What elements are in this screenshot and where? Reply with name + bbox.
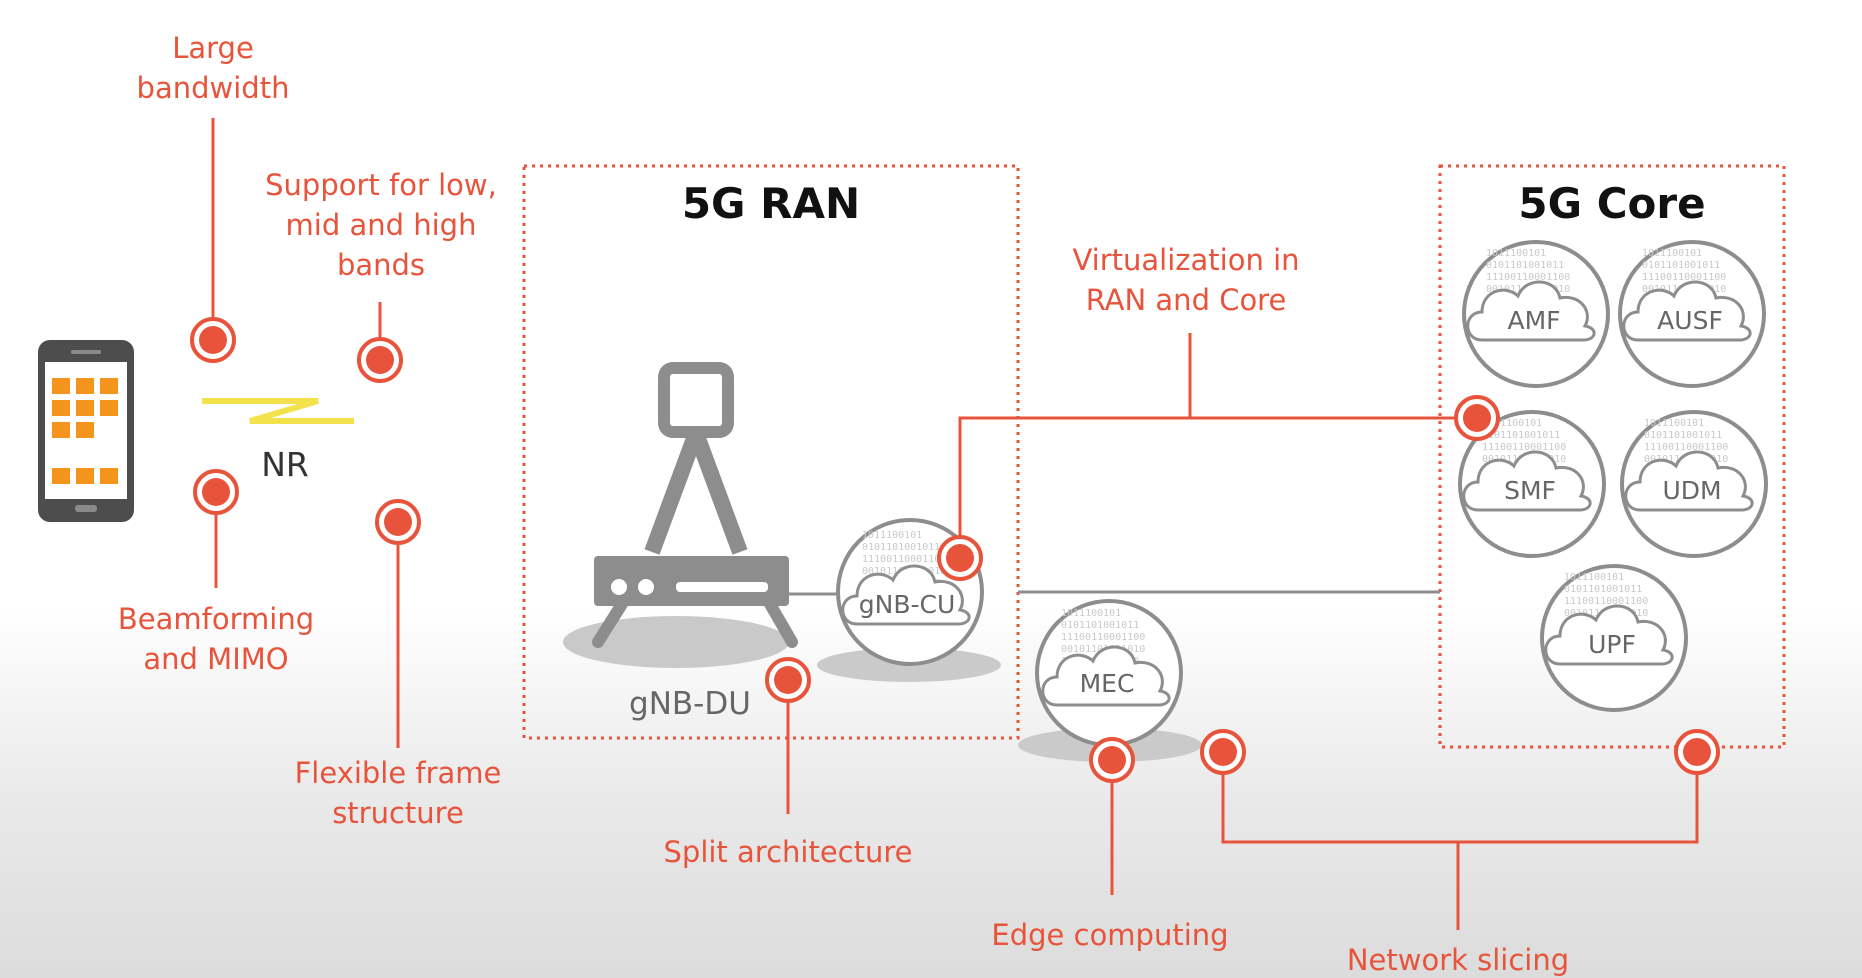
upf-label: UPF (1588, 630, 1636, 659)
gray-links (780, 590, 1440, 596)
svg-text:mid and high: mid and high (286, 208, 477, 242)
svg-text:Support for low,: Support for low, (265, 168, 497, 202)
mec-node: MEC (1018, 599, 1202, 762)
svg-text:Beamforming: Beamforming (118, 602, 314, 636)
amf-label: AMF (1507, 306, 1560, 335)
network-slicing-label: Network slicing (1347, 943, 1569, 977)
cloud-icon (1466, 280, 1596, 342)
udm-label: UDM (1662, 476, 1721, 505)
ausf-label: AUSF (1657, 306, 1723, 335)
udm-node: UDM (1620, 410, 1768, 558)
ran-boundary (522, 164, 1020, 740)
marker-virtualization-ran (937, 535, 983, 581)
edge-computing-label: Edge computing (991, 918, 1228, 952)
large-bandwidth-label: Large bandwidth (137, 31, 290, 105)
nr-label: NR (261, 445, 309, 484)
ran-title: 5G RAN (682, 179, 860, 228)
svg-text:Large: Large (172, 31, 254, 65)
core-title: 5G Core (1518, 179, 1705, 228)
marker-network-slicing-core (1674, 729, 1720, 775)
radio-signal-icon (202, 398, 354, 424)
svg-text:Flexible frame: Flexible frame (295, 756, 502, 790)
beamforming-label: Beamforming and MIMO (118, 602, 314, 676)
marker-large-bandwidth (190, 317, 236, 363)
marker-flexible-frame (375, 499, 421, 545)
gnb-cu-label: gNB-CU (859, 590, 956, 619)
core-boundary (1438, 164, 1786, 749)
cloud-icon (1624, 450, 1754, 512)
svg-text:RAN and Core: RAN and Core (1086, 283, 1287, 317)
marker-split-architecture (765, 657, 811, 703)
mec-label: MEC (1080, 669, 1135, 698)
bands-label: Support for low, mid and high bands (265, 168, 497, 282)
marker-beamforming (193, 469, 239, 515)
ausf-node: AUSF (1618, 240, 1766, 388)
marker-edge-computing (1089, 737, 1135, 783)
split-architecture-label: Split architecture (664, 835, 913, 869)
svg-text:Virtualization in: Virtualization in (1072, 243, 1299, 277)
cell-tower-icon (563, 362, 798, 668)
cloud-icon (1462, 450, 1592, 512)
marker-network-slicing-ran (1200, 729, 1246, 775)
marker-bands (357, 337, 403, 383)
svg-text:bands: bands (337, 248, 425, 282)
svg-text:bandwidth: bandwidth (137, 71, 290, 105)
svg-text:structure: structure (332, 796, 464, 830)
smartphone-icon (38, 340, 134, 522)
cloud-icon (1041, 645, 1171, 707)
smf-node: SMF (1458, 410, 1606, 558)
cloud-icon (1622, 280, 1752, 342)
cloud-icon (841, 564, 971, 626)
marker-virtualization-core (1454, 395, 1500, 441)
cloud-icon (1544, 604, 1674, 666)
flexible-frame-label: Flexible frame structure (295, 756, 502, 830)
feature-markers (190, 317, 1720, 783)
upf-node: UPF (1540, 564, 1688, 712)
gnb-du-label: gNB-DU (629, 686, 751, 722)
left-feature-lines (211, 118, 400, 748)
svg-text:and MIMO: and MIMO (143, 642, 288, 676)
amf-node: AMF (1462, 240, 1610, 388)
virtualization-label: Virtualization in RAN and Core (1072, 243, 1299, 317)
smf-label: SMF (1504, 476, 1556, 505)
